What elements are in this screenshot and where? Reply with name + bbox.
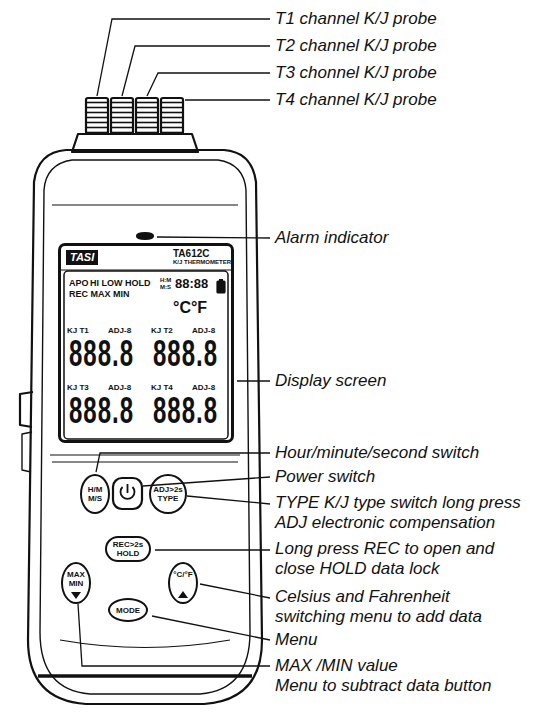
leader-line — [97, 19, 270, 96]
callout-label: T2 channel K/J probe — [275, 36, 437, 56]
channel-label: KJ T3 — [67, 383, 89, 392]
reading-digits: 888.8 — [153, 392, 218, 429]
callout-label: TYPE K/J type switch long press ADJ elec… — [275, 493, 521, 533]
lcd-indicator: HI LOW HOLD — [90, 278, 151, 288]
callout-label: Alarm indicator — [275, 228, 388, 248]
leader-line — [152, 616, 270, 640]
leader-line — [96, 453, 270, 472]
callout-label: MAX /MIN value Menu to subtract data but… — [275, 656, 491, 696]
side-grip — [22, 432, 32, 472]
callout-label: Hour/minute/second switch — [275, 443, 479, 463]
leader-line — [147, 73, 270, 96]
type-adj-button: ADJ>2s TYPE — [149, 474, 187, 514]
logo-divider — [61, 269, 231, 270]
callout-label: Long press REC to open and close HOLD da… — [275, 539, 494, 579]
leader-line — [200, 584, 270, 598]
unit-indicator: °C°F — [173, 299, 207, 317]
leader-line — [122, 46, 270, 96]
lcd-frame — [64, 271, 228, 439]
max-min-button: MAX MIN — [61, 562, 91, 604]
body-outline — [28, 150, 262, 704]
lcd-indicator: APO — [69, 278, 89, 288]
probe-plug — [111, 98, 133, 134]
leader-line — [155, 549, 270, 550]
channel-label: KJ T2 — [151, 326, 173, 335]
product-name: K/J THERMOMETER — [173, 259, 231, 266]
down-arrow-symbol — [71, 592, 81, 599]
leader-line — [237, 380, 270, 381]
leader-line — [185, 99, 270, 100]
side-grip — [20, 392, 33, 427]
display-screen: TASI TA612CK/J THERMOMETER APOHI LOW HOLD H… — [58, 243, 234, 443]
up-arrow-symbol — [178, 591, 188, 598]
model-number: TA612C — [173, 248, 210, 260]
reading-digits: 888.8 — [153, 335, 218, 372]
callout-label: Power switch — [275, 467, 375, 487]
adj-indicator: ADJ-8 — [108, 326, 131, 335]
alarm-indicator — [137, 233, 153, 239]
bottom-contour — [60, 640, 230, 648]
unit-button: °C/°F — [168, 562, 198, 604]
button-label: ADJ>2s TYPE — [152, 485, 184, 503]
lcd-indicator: REC MAX MIN — [69, 289, 130, 299]
callout-label: Celsius and Fahrenheit switching menu to… — [275, 587, 482, 627]
adj-indicator: ADJ-8 — [192, 326, 215, 335]
channel-label: KJ T1 — [67, 326, 89, 335]
callout-label: T1 channel K/J probe — [275, 9, 437, 29]
power-symbol — [127, 484, 129, 493]
adj-indicator: ADJ-8 — [108, 383, 131, 392]
button-label: H/M M/S — [83, 485, 107, 503]
rec-hold-button: REC>2s HOLD — [105, 536, 151, 562]
probe-plug — [86, 98, 108, 134]
panel-groove — [52, 461, 238, 462]
adj-indicator: ADJ-8 — [192, 383, 215, 392]
power-button — [113, 478, 142, 509]
callout-label: Display screen — [275, 371, 387, 391]
leader-line — [78, 604, 270, 666]
housing — [20, 98, 262, 704]
callout-label: T4 channel K/J probe — [275, 90, 437, 110]
battery-icon — [217, 281, 225, 293]
clock-digits: 88:88 — [175, 277, 208, 292]
mode-button: MODE — [108, 598, 148, 622]
reading-digits: 888.8 — [69, 335, 134, 372]
body-inner-outline — [40, 160, 250, 694]
hms-button: H/M M/S — [80, 474, 110, 514]
callout-label: Menu — [275, 630, 318, 650]
callout-label: T3 chonnel K/J probe — [275, 63, 437, 83]
battery-tip — [219, 279, 223, 281]
body-seam — [52, 204, 238, 205]
button-label: °C/°F — [171, 570, 195, 579]
base-foot — [38, 674, 252, 678]
button-label: MODE — [111, 606, 145, 615]
leader-line — [157, 237, 270, 238]
panel-groove — [50, 454, 240, 455]
lcd-indicator: H:M — [160, 277, 171, 284]
channel-label: KJ T4 — [151, 383, 173, 392]
button-label: REC>2s HOLD — [108, 540, 148, 558]
leader-line — [143, 477, 270, 486]
probe-plug — [136, 98, 158, 134]
lcd-indicator: M:S — [160, 284, 171, 291]
probe-plug — [161, 98, 183, 134]
reading-digits: 888.8 — [69, 392, 134, 429]
button-label: MAX MIN — [64, 570, 88, 588]
leader-line — [187, 496, 270, 504]
brand-logo: TASI — [66, 250, 98, 265]
